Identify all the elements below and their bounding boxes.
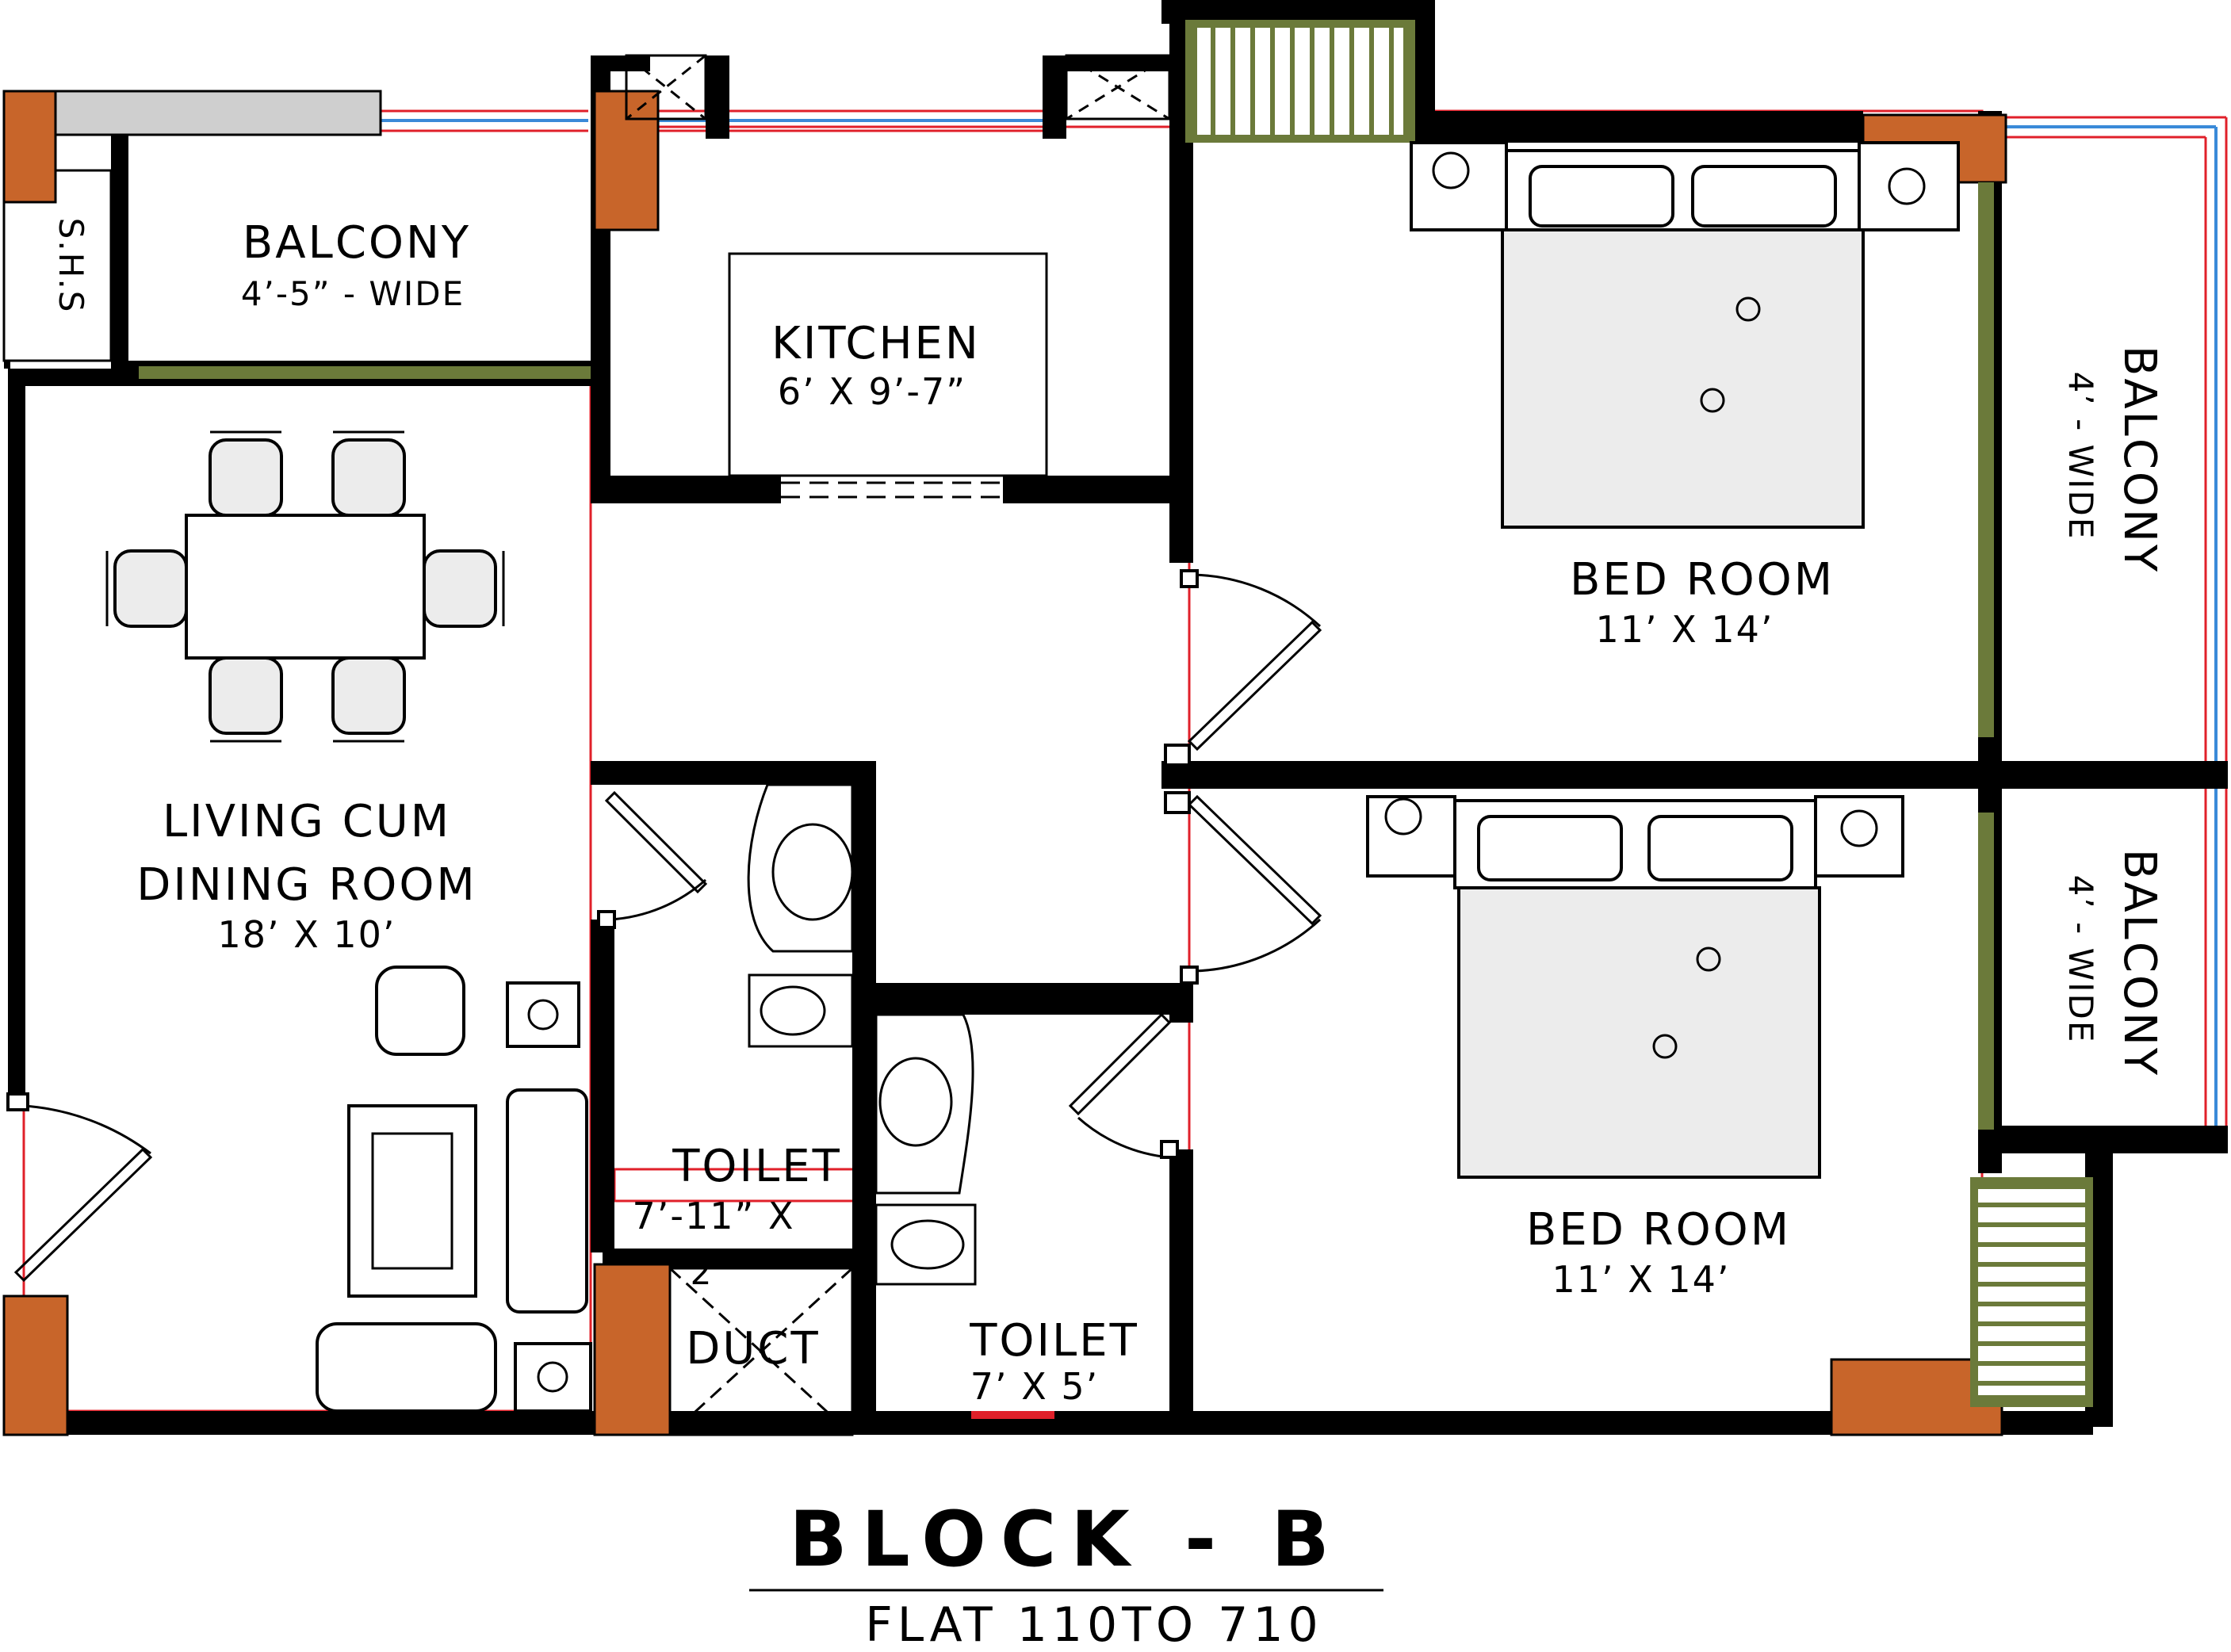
window-bands bbox=[381, 109, 2228, 1153]
living-label-1: LIVING CUM bbox=[163, 796, 451, 847]
living-size: 18’ X 10’ bbox=[217, 913, 396, 956]
duct bbox=[668, 1267, 854, 1436]
kitchen-fixtures bbox=[625, 54, 1171, 500]
toilet2-label: TOILET bbox=[969, 1315, 1139, 1367]
toilet1-label: TOILET bbox=[672, 1141, 842, 1192]
bed-2 bbox=[1366, 795, 1904, 1179]
toilet-fixtures bbox=[747, 783, 1054, 1419]
kitchen-size: 6’ X 9’-7” bbox=[778, 370, 966, 413]
plan-subtitle: FLAT 110TO 710 bbox=[865, 1597, 1322, 1652]
bed-1 bbox=[1410, 141, 1960, 529]
toilet1-size: 7’-11” X bbox=[633, 1195, 795, 1237]
window-frames bbox=[1185, 20, 2093, 1407]
dining-set bbox=[105, 430, 505, 743]
balcony-r2-size: 4’ - WIDE bbox=[2061, 875, 2100, 1044]
bed2-label: BED ROOM bbox=[1526, 1204, 1791, 1256]
plan-title: BLOCK - B bbox=[789, 1495, 1343, 1584]
balcony-r1-size: 4’ - WIDE bbox=[2061, 372, 2100, 541]
living-furniture bbox=[316, 966, 592, 1413]
column bbox=[2, 90, 57, 204]
bed1-label: BED ROOM bbox=[1570, 554, 1835, 606]
bed1-size: 11’ X 14’ bbox=[1595, 608, 1774, 651]
balcony-r1-label: BALCONY bbox=[2114, 346, 2165, 574]
toilet2-size: 7’ X 5’ bbox=[970, 1365, 1100, 1408]
balcony-top-label: BALCONY bbox=[243, 217, 471, 269]
duct-label: DUCT bbox=[686, 1323, 820, 1375]
room-labels: BALCONY 4’-5” - WIDE S.H.S KITCHEN 6’ X … bbox=[52, 217, 2165, 1408]
walls bbox=[4, 0, 2228, 1435]
doors bbox=[6, 569, 1322, 1283]
living-label-2: DINING ROOM bbox=[136, 859, 477, 911]
shs-label: S.H.S bbox=[52, 218, 90, 314]
balcony-r2-label: BALCONY bbox=[2114, 849, 2165, 1077]
duct-note: 2 bbox=[691, 1253, 714, 1292]
bed2-size: 11’ X 14’ bbox=[1552, 1258, 1730, 1301]
balcony-top-size: 4’-5” - WIDE bbox=[241, 274, 465, 313]
kitchen-label: KITCHEN bbox=[771, 318, 981, 369]
column bbox=[593, 1263, 672, 1436]
title-block: BLOCK - B FLAT 110TO 710 bbox=[749, 1495, 1383, 1652]
column bbox=[2, 1294, 69, 1436]
